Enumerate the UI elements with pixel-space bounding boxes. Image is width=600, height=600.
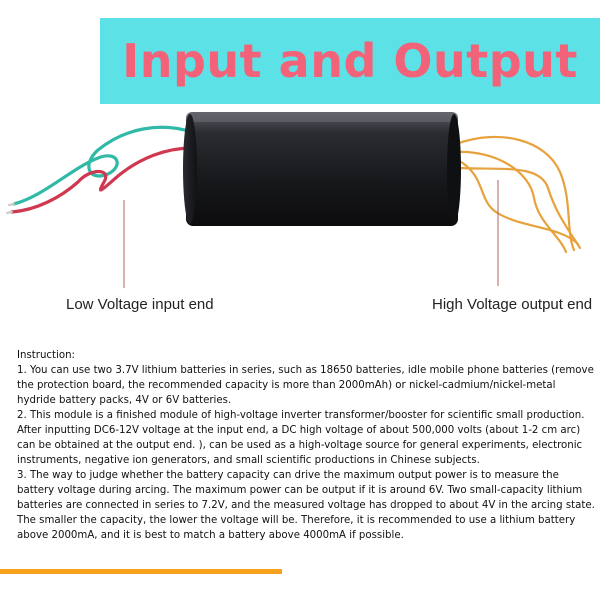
page-title: Input and Output	[122, 34, 578, 88]
instructions-heading: Instruction:	[17, 350, 75, 361]
module-body	[183, 112, 461, 226]
high-voltage-module-image	[6, 112, 582, 288]
instructions-block: Instruction: 1. You can use two 3.7V lit…	[17, 348, 595, 543]
high-voltage-label: High Voltage output end	[432, 296, 593, 313]
red-wire	[10, 146, 194, 214]
output-wires	[454, 135, 582, 254]
input-wires	[6, 125, 194, 214]
low-voltage-label: Low Voltage input end	[66, 296, 214, 313]
instruction-item-3: 3. The way to judge whether the battery …	[17, 470, 595, 541]
accent-bar	[0, 569, 282, 574]
instruction-item-2: 2. This module is a finished module of h…	[17, 410, 585, 466]
title-banner	[100, 18, 600, 104]
instruction-item-1: 1. You can use two 3.7V lithium batterie…	[17, 365, 594, 406]
teal-wire	[12, 125, 194, 206]
